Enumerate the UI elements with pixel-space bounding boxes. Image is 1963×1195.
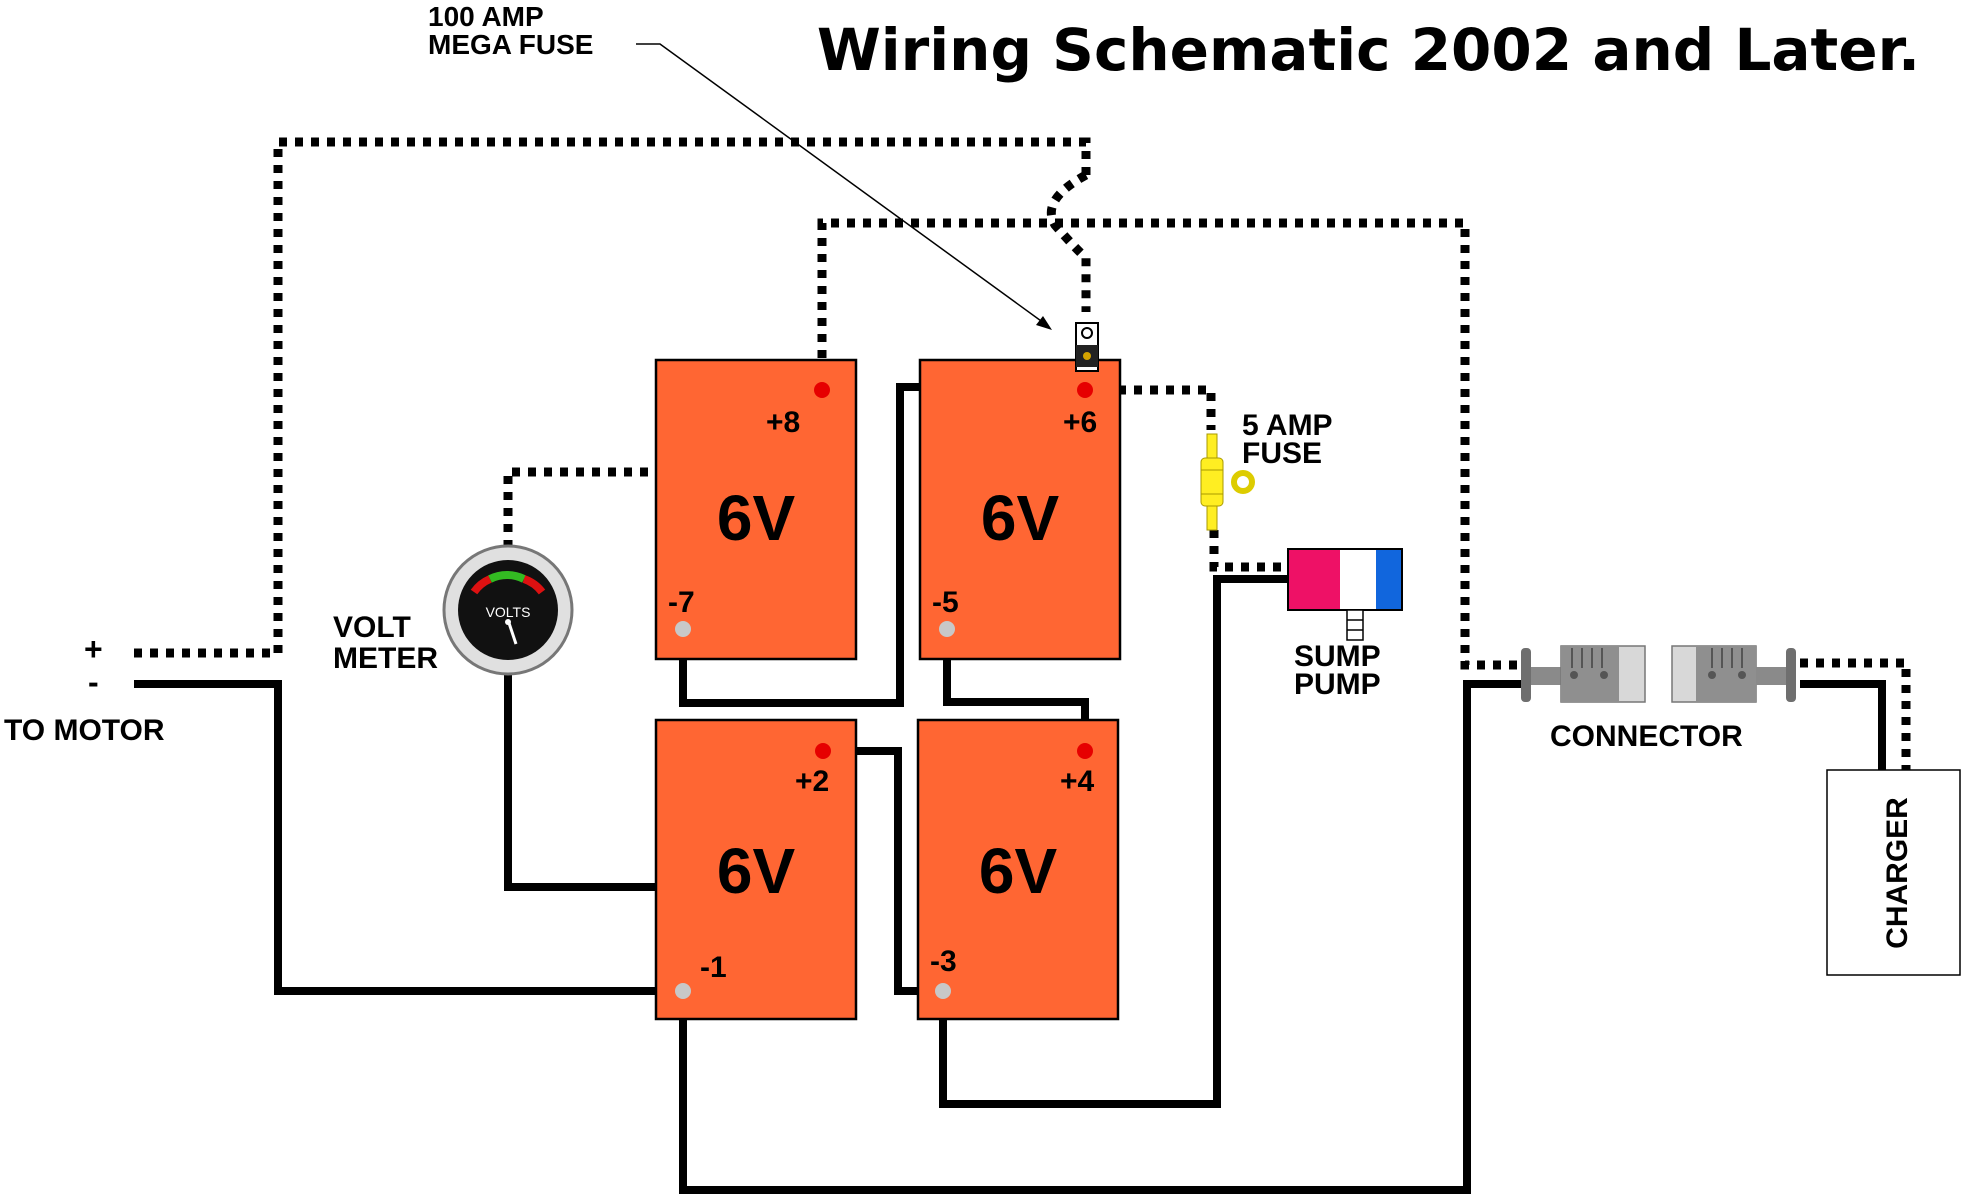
connector-right [1671, 645, 1796, 703]
terminal-label-neg: -5 [932, 586, 959, 619]
volt-meter-label-line1: VOLT [333, 611, 411, 644]
wire-charger-negative [679, 680, 1523, 1194]
battery-voltage: 6V [981, 482, 1060, 554]
wire-charger-positive-right [1800, 658, 1911, 770]
motor-plus-label: + [84, 631, 103, 667]
mega-fuse-label-line2: MEGA FUSE [428, 29, 593, 60]
wire-charger-positive [817, 218, 1523, 670]
terminal-positive-2 [815, 743, 831, 759]
terminal-positive-4 [1077, 743, 1093, 759]
terminal-negative-3 [935, 983, 951, 999]
terminal-label-pos: +4 [1060, 765, 1095, 798]
inline-fuse [1200, 433, 1255, 531]
terminal-label-neg: -3 [930, 945, 957, 978]
volt-meter-face-label: VOLTS [486, 604, 531, 620]
to-motor-label: TO MOTOR [4, 714, 165, 747]
motor-minus-label: - [88, 664, 99, 700]
sump-pump-label-line2: PUMP [1294, 668, 1381, 701]
connector-left [1521, 645, 1646, 703]
wire-pump-positive-lower [1209, 530, 1288, 572]
wire-fuse-hop [1046, 171, 1091, 312]
wire-pump-positive [1086, 385, 1216, 430]
battery-bottom-left: 6V +2 -1 [654, 718, 858, 1021]
mega-fuse-label-line1: 100 AMP [428, 1, 544, 32]
battery-voltage: 6V [717, 482, 796, 554]
connector-label: CONNECTOR [1550, 720, 1743, 753]
volt-meter: VOLTS [442, 544, 574, 676]
small-fuse-label-line2: FUSE [1242, 437, 1322, 470]
sump-pump-label-line1: SUMP [1294, 640, 1381, 673]
small-fuse-label-line1: 5 AMP [1242, 409, 1333, 442]
mega-fuse-leader [636, 43, 1049, 327]
terminal-positive-6 [1077, 382, 1093, 398]
terminal-negative-7 [675, 621, 691, 637]
wire-motor-positive [134, 137, 1091, 658]
mega-fuse-leader-arrow [1036, 316, 1052, 330]
mega-fuse [1075, 322, 1099, 372]
battery-voltage: 6V [979, 835, 1058, 907]
wire-motor-negative [134, 680, 683, 995]
terminal-label-pos: +2 [795, 765, 829, 798]
charger-label: CHARGER [1881, 797, 1914, 949]
wire-charger-negative-right [1800, 680, 1886, 770]
terminal-label-neg: -7 [668, 586, 695, 619]
page-title: Wiring Schematic 2002 and Later. [817, 16, 1920, 84]
sump-pump [1287, 548, 1403, 641]
charger: CHARGER [1826, 769, 1961, 976]
terminal-label-pos: +8 [766, 406, 800, 439]
wire-pump-negative [939, 575, 1288, 1108]
terminal-label-neg: -1 [700, 951, 727, 984]
volt-meter-label-line2: METER [333, 642, 438, 675]
battery-top-right: 6V +6 -5 [918, 358, 1122, 661]
battery-top-left: 6V +8 -7 [654, 358, 858, 661]
terminal-label-pos: +6 [1063, 406, 1097, 439]
terminal-negative-5 [939, 621, 955, 637]
terminal-positive-8 [814, 382, 830, 398]
terminal-negative-1 [675, 983, 691, 999]
wire-voltmeter-positive [503, 390, 827, 548]
battery-bottom-right: 6V +4 -3 [916, 718, 1120, 1021]
battery-voltage: 6V [717, 835, 796, 907]
